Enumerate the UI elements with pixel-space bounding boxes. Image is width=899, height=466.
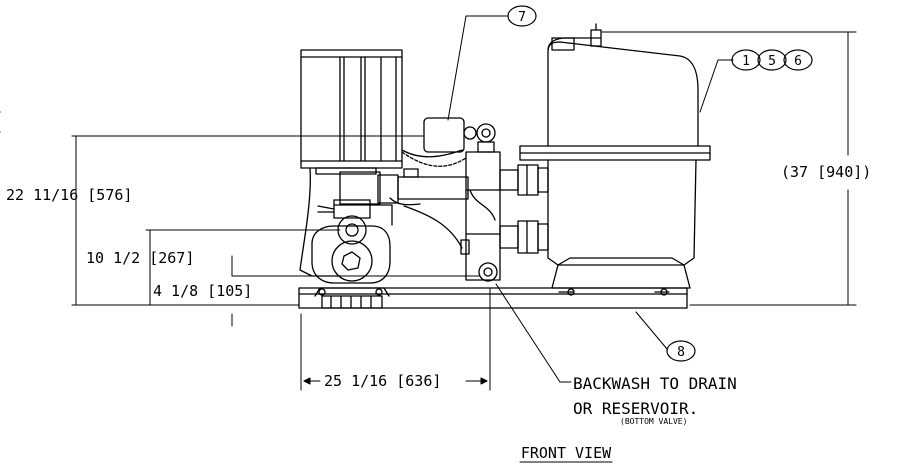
- callout-8-label: 8: [677, 345, 685, 360]
- view-title: FRONT VIEW: [521, 444, 612, 462]
- base-skid: [298, 287, 688, 309]
- callout-7-label: 7: [518, 10, 526, 25]
- backwash-note-line2: OR RESERVOIR.: [573, 399, 698, 418]
- dim-10-label: 10 1/2 [267]: [86, 249, 194, 267]
- callout-6-bubble: [783, 49, 813, 71]
- pump-motor: [311, 197, 421, 284]
- callout-7-bubble: [507, 5, 537, 27]
- callout-1-label: 1: [742, 54, 750, 69]
- controller-enclosure: [299, 49, 403, 277]
- dim-4-label: 4 1/8 [105]: [153, 282, 252, 300]
- piping-manifold: [339, 117, 549, 282]
- callout-bubbles: [0, 5, 813, 362]
- callout-1-bubble: [731, 49, 761, 71]
- callout-8-bubble: [666, 340, 696, 362]
- callout-5-label: 5: [768, 54, 776, 69]
- dim-37-label: (37 [940]): [781, 163, 871, 181]
- dim-25-label: 25 1/16 [636]: [324, 372, 441, 390]
- labels: 7 1 5 6 8 22 11/16 [576] 10 1/2 [267] 4 …: [6, 10, 871, 462]
- leader-lines: [447, 15, 734, 383]
- callout-6-label: 6: [794, 54, 802, 69]
- backwash-note-line1: BACKWASH TO DRAIN: [573, 374, 737, 393]
- filter-tank: [519, 23, 711, 289]
- callout-5-bubble: [757, 49, 787, 71]
- backwash-note-sub: (BOTTOM VALVE): [620, 417, 687, 426]
- dim-22-label: 22 11/16 [576]: [6, 186, 132, 204]
- dimension-lines: [71, 31, 857, 391]
